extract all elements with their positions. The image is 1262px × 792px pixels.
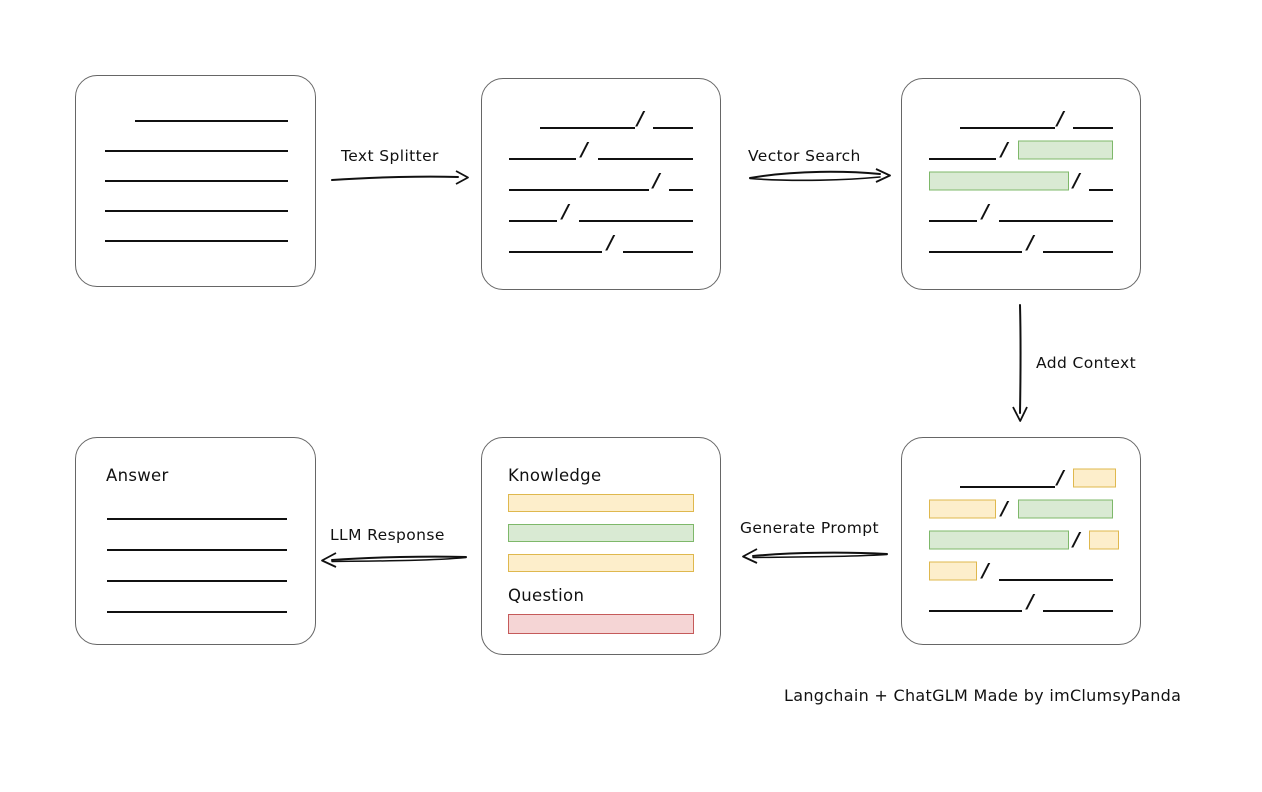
source-document-line xyxy=(135,120,288,122)
source-document-line xyxy=(105,150,288,152)
matched-chunks-line xyxy=(929,251,1022,253)
question-bar-1 xyxy=(508,614,694,634)
context-chunks-line xyxy=(1043,610,1113,612)
matched-chunks-line xyxy=(929,220,977,222)
matched-chunks-line xyxy=(1089,189,1113,191)
context-chunks-green-chip xyxy=(1018,499,1113,519)
split-chunks-slash-icon: / xyxy=(581,138,588,161)
add-context-arrow-icon xyxy=(1012,304,1028,422)
generate-prompt-arrow-icon xyxy=(742,548,888,564)
split-chunks-box[interactable] xyxy=(481,78,721,290)
split-chunks-line xyxy=(509,220,557,222)
llm-response-arrow-icon xyxy=(321,552,467,568)
split-chunks-line xyxy=(598,158,693,160)
matched-chunks-slash-icon: / xyxy=(1001,138,1008,161)
matched-chunks-line xyxy=(1073,127,1113,129)
answer-box[interactable] xyxy=(75,437,316,645)
split-chunks-line xyxy=(509,251,602,253)
split-chunks-slash-icon: / xyxy=(653,169,660,192)
source-document-line xyxy=(105,180,288,182)
context-chunks-green-chip xyxy=(929,530,1069,550)
split-chunks-line xyxy=(579,220,693,222)
split-chunks-slash-icon: / xyxy=(562,200,569,223)
answer-line xyxy=(107,580,287,582)
context-chunks-slash-icon: / xyxy=(1001,497,1008,520)
split-chunks-line xyxy=(509,158,576,160)
split-chunks-line xyxy=(669,189,693,191)
context-chunks-slash-icon: / xyxy=(1057,466,1064,489)
split-chunks-slash-icon: / xyxy=(607,231,614,254)
vector-search-arrow-icon xyxy=(749,168,891,183)
text-splitter-arrow-icon xyxy=(331,170,469,185)
matched-chunks-slash-icon: / xyxy=(1073,169,1080,192)
footer-credit: Langchain + ChatGLM Made by imClumsyPand… xyxy=(784,686,1182,705)
knowledge-bar-1 xyxy=(508,494,694,512)
knowledge-bar-3 xyxy=(508,554,694,572)
arrow-label-generate-prompt: Generate Prompt xyxy=(740,519,879,537)
split-chunks-line xyxy=(509,189,649,191)
context-chunks-line xyxy=(929,610,1022,612)
arrow-label-llm-response: LLM Response xyxy=(330,526,445,544)
knowledge-bar-2 xyxy=(508,524,694,542)
answer-line xyxy=(107,518,287,520)
split-chunks-line xyxy=(653,127,693,129)
knowledge-label: Knowledge xyxy=(508,466,602,485)
context-chunks-slash-icon: / xyxy=(982,559,989,582)
matched-chunks-line xyxy=(999,220,1113,222)
matched-chunks-slash-icon: / xyxy=(1027,231,1034,254)
context-chunks-slash-icon: / xyxy=(1027,590,1034,613)
split-chunks-line xyxy=(540,127,635,129)
context-chunks-line xyxy=(960,486,1055,488)
answer-line xyxy=(107,611,287,613)
answer-label: Answer xyxy=(106,466,169,485)
source-document-line xyxy=(105,210,288,212)
context-chunks-line xyxy=(999,579,1113,581)
matched-chunks-green-chip xyxy=(1018,140,1113,160)
split-chunks-slash-icon: / xyxy=(637,107,644,130)
matched-chunks-slash-icon: / xyxy=(1057,107,1064,130)
arrow-label-text-splitter: Text Splitter xyxy=(341,147,439,165)
arrow-label-vector-search: Vector Search xyxy=(748,147,861,165)
matched-chunks-line xyxy=(929,158,996,160)
matched-chunks-line xyxy=(1043,251,1113,253)
context-chunks-slash-icon: / xyxy=(1073,528,1080,551)
context-chunks-yellow-chip xyxy=(1073,468,1116,488)
context-chunks-yellow-chip xyxy=(929,561,977,581)
question-label: Question xyxy=(508,586,585,605)
arrow-label-add-context: Add Context xyxy=(1036,354,1137,372)
source-document-line xyxy=(105,240,288,242)
answer-line xyxy=(107,549,287,551)
matched-chunks-slash-icon: / xyxy=(982,200,989,223)
context-chunks-yellow-chip xyxy=(1089,530,1119,550)
matched-chunks-green-chip xyxy=(929,171,1069,191)
context-chunks-yellow-chip xyxy=(929,499,996,519)
matched-chunks-line xyxy=(960,127,1055,129)
split-chunks-line xyxy=(623,251,693,253)
